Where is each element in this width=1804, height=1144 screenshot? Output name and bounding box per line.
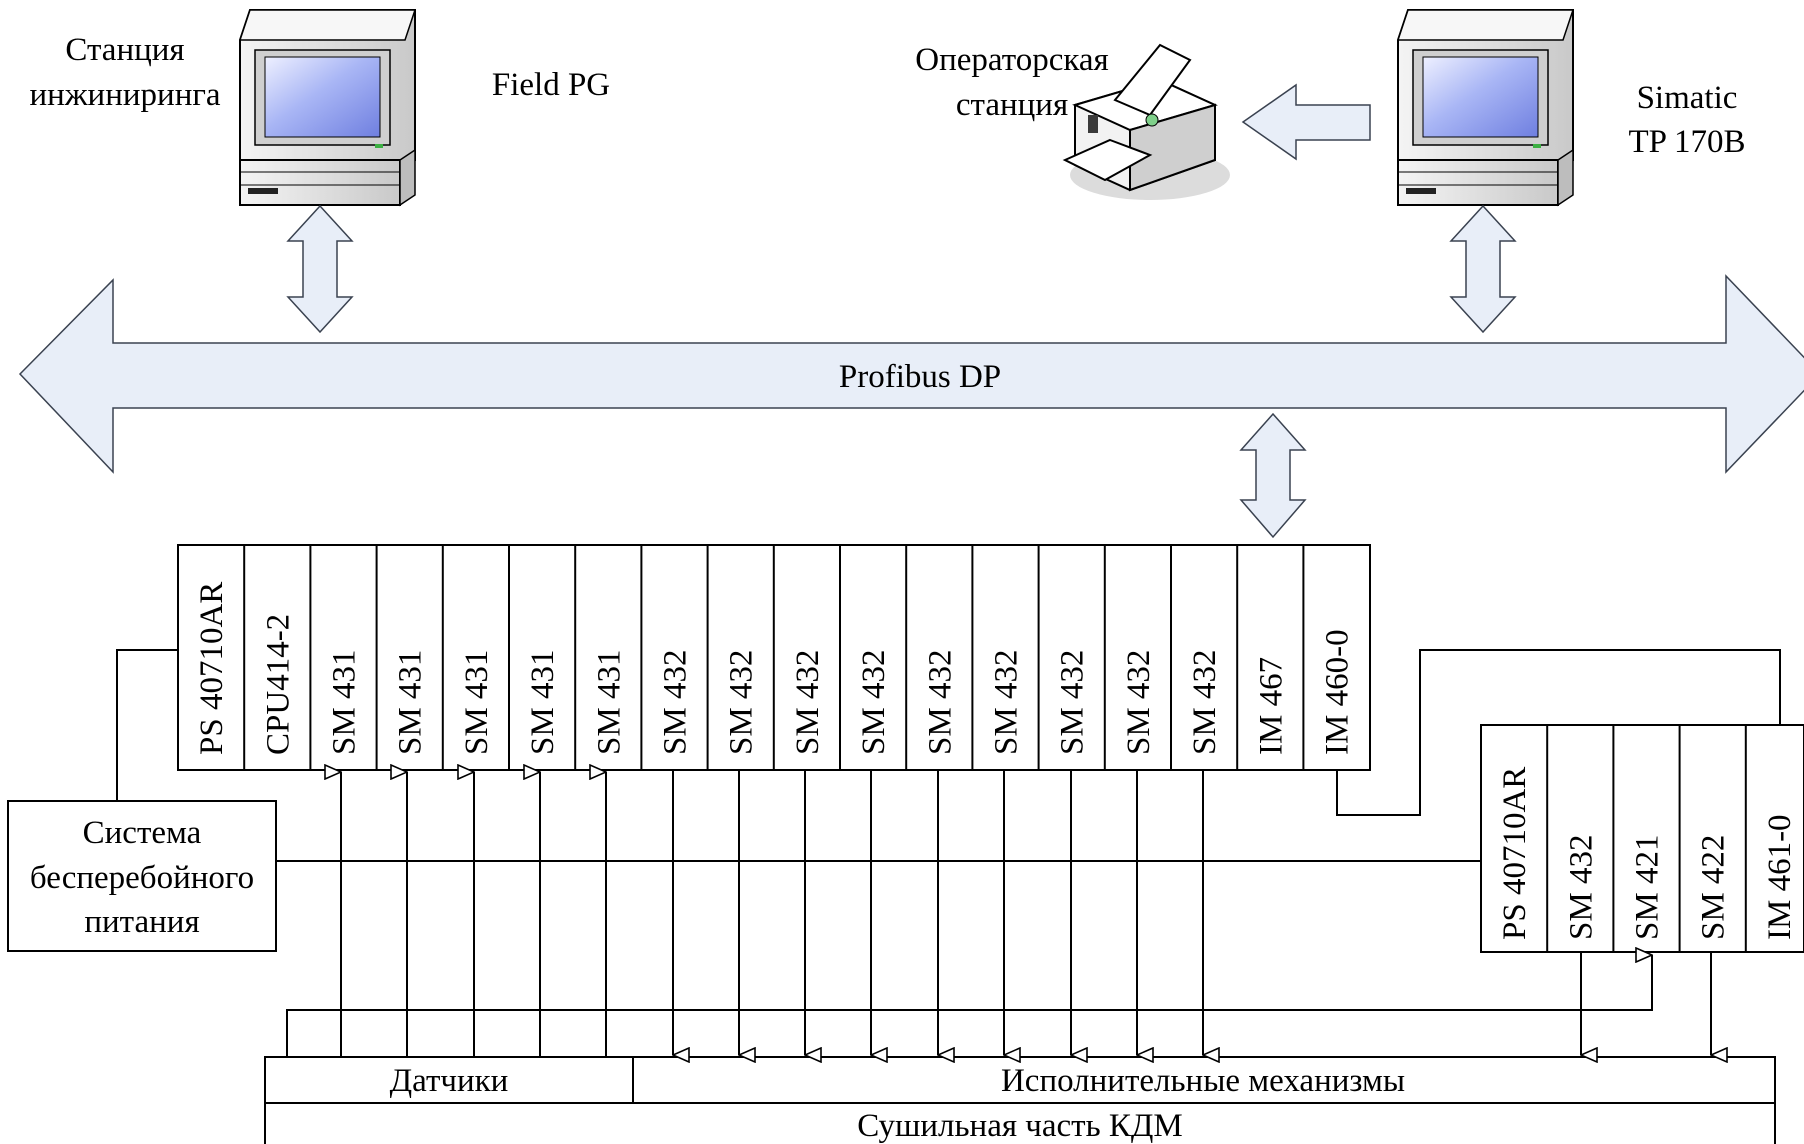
signal-wires [286,770,1711,1057]
sensor-to-expansion-wire [286,955,1653,1057]
rack-module-label: SM 432 [1055,650,1091,755]
connector-simatic-bus [1449,204,1517,334]
simatic-label-2: TP 170B [1628,124,1745,160]
field-pg-label: Field PG [492,67,610,103]
operator-station-label-1: Операторская [915,42,1108,78]
profibus-bus-arrow [18,274,1804,474]
engineering-station-label-1: Станция [65,32,184,68]
rack-module-label: IM 461-0 [1762,814,1798,940]
rack-module-label: SM 432 [989,650,1025,755]
engineering-station-label-2: инжиниринга [29,77,220,113]
rack-module-label: CPU414-2 [260,614,296,755]
rack-module-label: SM 432 [1563,835,1599,940]
rack-module-label: SM 432 [1187,650,1223,755]
connector-engineering-bus [286,204,354,334]
simatic-label-1: Simatic [1637,80,1738,116]
dryer-label: Сушильная часть КДМ [857,1108,1183,1144]
rack-module-label: IM 467 [1253,657,1289,755]
simatic-computer-icon [1396,9,1575,207]
rack-module-label: SM 431 [459,650,495,755]
rack-module-label: SM 432 [658,650,694,755]
rack-module-label: SM 432 [856,650,892,755]
rack-module-label: PS 40710AR [194,582,230,755]
rack-module-label: SM 432 [790,650,826,755]
engineering-computer-icon [238,9,417,207]
bus-label: Profibus DP [839,359,1001,395]
rack-module-label: IM 460-0 [1320,629,1356,755]
ups-label-3: питания [84,904,199,940]
main-rack: PS 40710AR CPU414-2 SM 431 SM 431 SM 431 SM 4… [177,544,1371,771]
sensors-label: Датчики [390,1063,509,1099]
rack-module-label: SM 432 [1121,650,1157,755]
rack-module-label: SM 422 [1696,835,1732,940]
field-level: Датчики Исполнительные механизмы Сушильн… [264,1056,1776,1144]
expansion-rack: PS 40710AR SM 432 SM 421 SM 422 IM 461-0 [1480,724,1804,953]
power-lines [116,649,1781,862]
print-arrow [1241,83,1371,161]
ups-box: Система бесперебойного питания [7,800,277,952]
actuators-label: Исполнительные механизмы [1001,1063,1405,1099]
rack-module-label: SM 431 [525,650,561,755]
rack-module-label: SM 431 [393,650,429,755]
operator-station-label-2: станция [956,87,1068,123]
rack-module-label: PS 40710AR [1497,767,1533,940]
rack-module-label: SM 431 [327,650,363,755]
connector-bus-rack [1239,412,1307,539]
ups-label-1: Система [83,815,202,851]
rack-module-label: SM 431 [591,650,627,755]
printer-icon [1062,43,1230,200]
rack-module-label: SM 421 [1630,835,1666,940]
rack-module-label: SM 432 [724,650,760,755]
ups-label-2: бесперебойного [30,860,254,896]
rack-module-label: SM 432 [922,650,958,755]
